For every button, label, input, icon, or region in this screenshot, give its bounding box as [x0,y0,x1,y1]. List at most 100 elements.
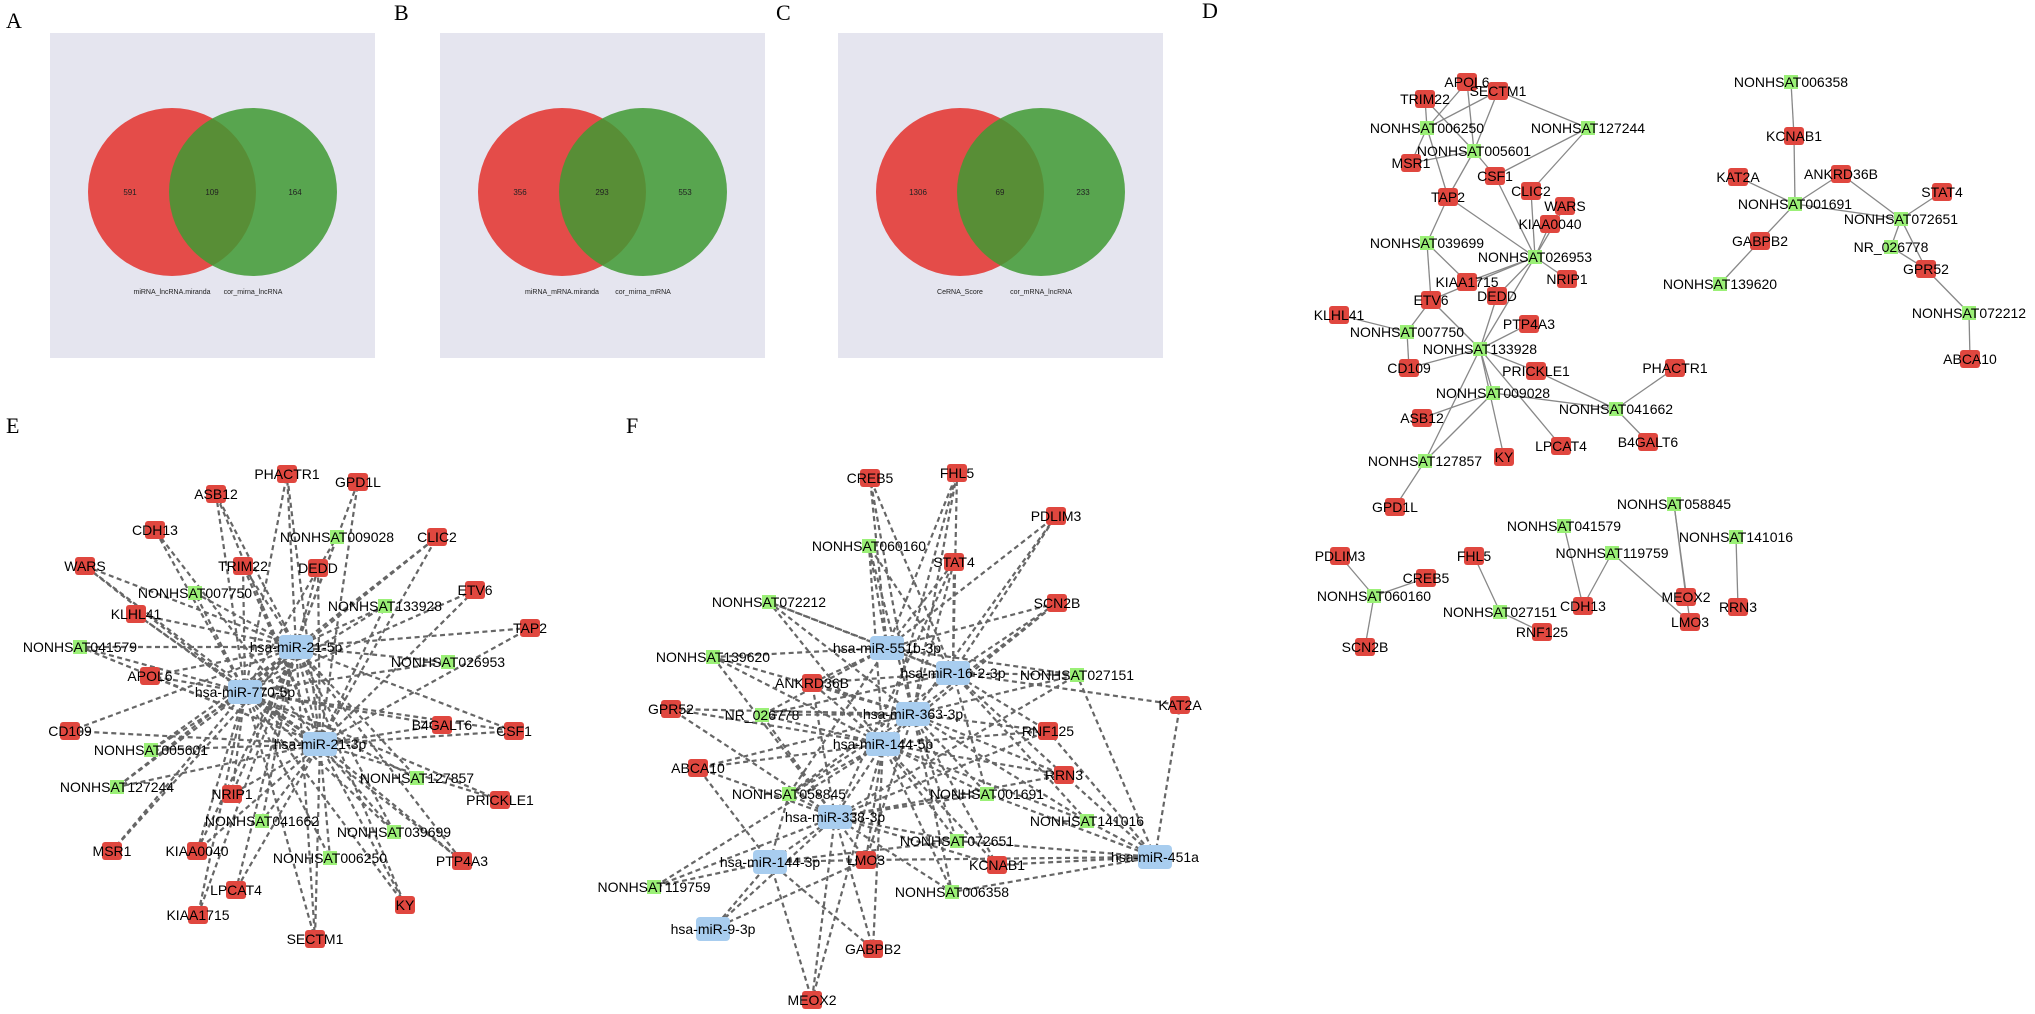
network-f-edge [867,545,885,745]
node-label: NONHSAT072651 [1844,211,1958,227]
lncrna-node-marker [1605,546,1619,560]
network-f-edge [882,729,1049,746]
node-label: MSR1 [1392,155,1431,171]
lncrna-node-marker [1400,325,1414,339]
network-f-edge [986,792,1156,859]
lncrna-node-marker [410,771,424,785]
network-e-edge [243,691,317,940]
node-label: SECTM1 [1470,83,1527,99]
node-label: hsa-miR-363-3p [863,706,964,722]
node-mirna: hsa-miR-21-5p [250,635,343,659]
node-label: NONHSAT001691 [1738,196,1852,212]
node-mrna: B4GALT6 [412,716,472,734]
mrna-node-marker [1385,498,1405,516]
network-e-edge [135,612,297,649]
network-e-edge [215,493,297,648]
network-f-edge [1047,730,1156,858]
node-mrna: CD109 [1387,359,1431,377]
node-mirna: hsa-miR-338-3p [785,805,885,829]
venn-c-overlap-count: 69 [996,188,1005,197]
network-e-edge [194,592,246,693]
node-label: CLIC2 [417,529,457,545]
node-mrna: KIAA0040 [1518,215,1582,233]
node-label: TAP2 [513,620,547,636]
network-f-edge [834,743,884,818]
network-e-edge [150,742,321,752]
lncrna-node-marker [1467,144,1481,158]
node-label: RRN3 [1045,767,1083,783]
node-label: LMO3 [847,852,885,868]
venn-b: 356 293 553 miRNA_mRNA.miranda cor_mirna… [440,33,765,358]
node-label: KIAA0040 [1518,216,1581,232]
node-lncrna: NONHSAT072651 [900,833,1014,849]
network-f-nodes: hsa-miR-551b-3phsa-miR-16-2-3phsa-miR-36… [597,464,1202,1009]
network-f-edge [912,713,998,866]
mrna-node-marker [1457,73,1477,91]
network-f-edge [952,671,1181,707]
mrna-node-marker [102,842,122,860]
node-mrna: TAP2 [1431,188,1465,206]
lncrna-node-marker [1473,342,1487,356]
network-f-edge [834,729,1049,819]
network-f-edge [886,515,1057,649]
network-f-edge [810,682,837,818]
mrna-node-marker [1494,448,1514,466]
node-label: PHACTR1 [1642,360,1708,376]
node-mrna: GPR52 [1903,260,1949,278]
node-label: NONHSAT009028 [1436,385,1550,401]
node-mrna: GPD1L [1372,498,1418,516]
node-mrna: KAT2A [1716,168,1760,186]
node-label: MEOX2 [1661,589,1710,605]
mrna-node-marker [661,700,681,718]
network-f-edge [768,600,954,675]
network-d-edge [1492,392,1617,410]
node-label: ANKRD36B [775,675,849,691]
mrna-node-marker [1415,90,1435,108]
node-label: NONHSAT041662 [205,813,319,829]
node-mrna: MEOX2 [1661,588,1711,606]
node-mrna: WARS [1544,197,1586,215]
network-e-edge [244,690,443,727]
network-e-edge [111,691,246,852]
lncrna-node-marker [755,708,769,722]
network-f-edge [912,602,1058,715]
lncrna-node-marker [647,880,661,894]
network-d-edge [1479,348,1505,458]
node-label: PRICKLE1 [466,792,534,808]
node-mrna: CREB5 [847,469,894,487]
node-mrna: B4GALT6 [1618,433,1678,451]
network-f-edge [911,713,954,893]
venn-c-right-count: 233 [1076,188,1090,197]
node-label: WARS [1544,198,1585,214]
node-mrna: ABCA10 [1943,350,1997,368]
network-e-edge [295,645,515,733]
node-label: NONHSAT119759 [597,879,710,895]
node-label: KY [396,897,415,913]
network-d-edge [1424,392,1494,462]
network-e-edge [319,743,463,862]
venn-c-right-set-label: cor_mRNA_lncRNA [1010,289,1072,296]
node-label: NONHSAT006250 [1370,120,1484,136]
node-mrna: ASB12 [194,485,238,503]
node-mrna: MSR1 [93,842,132,860]
node-mrna: APOL6 [1444,73,1490,91]
mrna-node-marker [465,581,485,599]
mrna-node-marker [75,557,95,575]
node-lncrna: NR_026778 [1854,239,1929,255]
mrna-node-marker [140,667,160,685]
node-label: STAT4 [933,554,975,570]
node-mirna: hsa-miR-21-3p [274,732,367,756]
network-f-edge [911,561,956,715]
lncrna-node-marker [1080,814,1094,828]
node-lncrna: NONHSAT005601 [1417,143,1531,159]
node-mrna: KY [395,896,415,914]
network-e-edge [319,743,395,833]
mrna-node-marker [1916,260,1936,278]
network-f-edge [811,671,954,685]
network-f-edge [886,561,955,649]
mrna-node-marker [452,852,472,870]
node-lncrna: NONHSAT009028 [1436,385,1550,401]
node-mrna: FHL5 [1457,547,1491,565]
node-lncrna: NONHSAT127857 [360,770,474,786]
